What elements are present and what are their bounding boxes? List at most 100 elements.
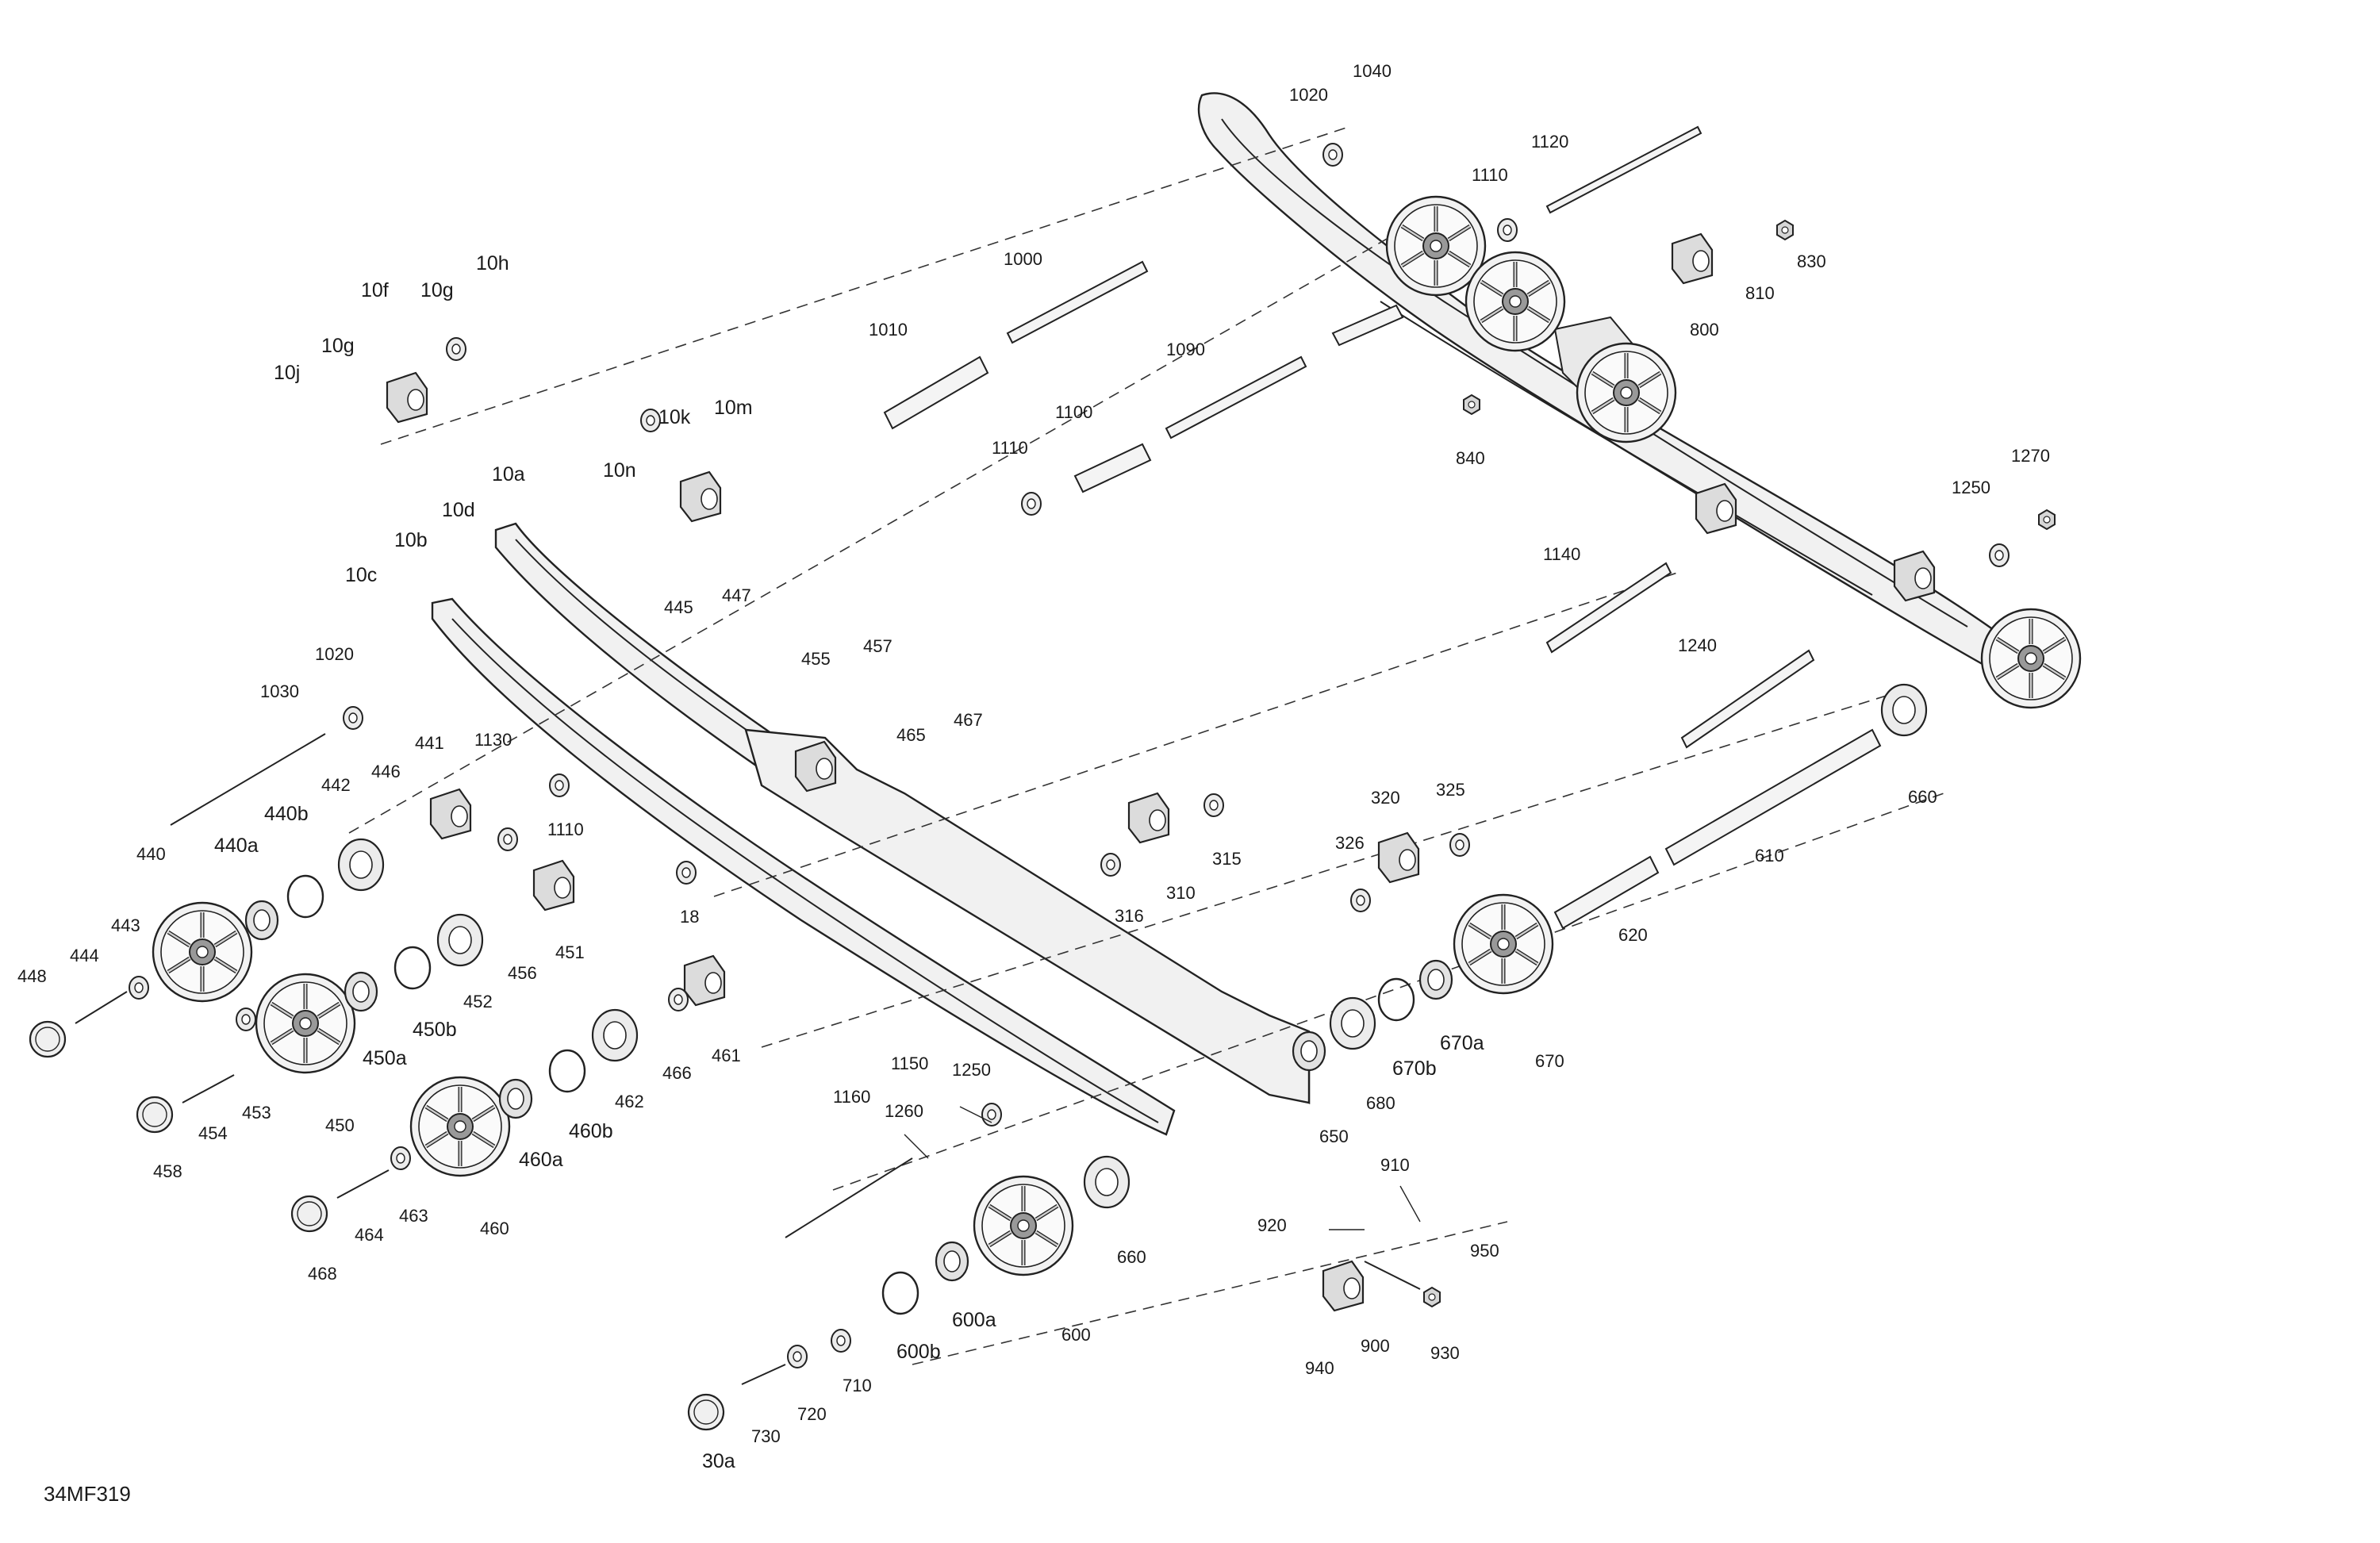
callout-460a: 460a <box>519 1149 563 1171</box>
callout-610: 610 <box>1755 846 1784 866</box>
callout-10k: 10k <box>658 406 691 428</box>
pivot-800 <box>1671 232 1714 285</box>
washer-1110b <box>1021 492 1042 516</box>
nut-1040 <box>1776 220 1794 240</box>
hub-660b <box>1880 683 1928 737</box>
washer-316 <box>1100 853 1121 877</box>
callout-810: 810 <box>1745 283 1775 303</box>
spacer-452 <box>436 913 484 967</box>
callout-30a: 30a <box>702 1450 735 1472</box>
callout-1020b: 1020 <box>315 644 354 664</box>
nut-930 <box>1423 1287 1441 1307</box>
leader-lines <box>904 1106 1421 1230</box>
callout-950: 950 <box>1470 1241 1499 1261</box>
washer-10g-2 <box>446 337 466 361</box>
callout-670b: 670b <box>1392 1057 1437 1080</box>
callout-457: 457 <box>863 636 892 656</box>
callout-10b: 10b <box>394 529 428 551</box>
callout-10c: 10c <box>345 564 377 586</box>
spacer-block-10k <box>679 470 722 523</box>
washer-315 <box>1203 793 1224 817</box>
arm-441 <box>429 788 472 840</box>
callout-10d: 10d <box>442 499 475 521</box>
washer-1020 <box>1322 143 1343 167</box>
callout-1120: 1120 <box>1531 132 1568 152</box>
callout-900: 900 <box>1361 1336 1390 1356</box>
bracket-right <box>1893 550 1936 602</box>
callout-10j: 10j <box>274 362 300 384</box>
callout-442: 442 <box>321 775 351 795</box>
cross-shafts <box>170 125 1944 1365</box>
callout-453: 453 <box>242 1103 271 1123</box>
spacer-680 <box>1329 996 1376 1050</box>
callout-467: 467 <box>954 710 983 730</box>
callout-445: 445 <box>664 597 693 617</box>
callout-18: 18 <box>680 907 699 927</box>
clip-18 <box>676 861 697 885</box>
callout-465: 465 <box>896 725 926 745</box>
callout-730: 730 <box>751 1426 781 1446</box>
front-cap-10f <box>386 371 428 424</box>
callout-710: 710 <box>843 1376 872 1395</box>
callout-455: 455 <box>801 649 831 669</box>
callout-1010: 1010 <box>869 320 908 340</box>
callout-650: 650 <box>1319 1127 1349 1146</box>
callout-456: 456 <box>508 963 537 983</box>
callout-461: 461 <box>712 1046 741 1065</box>
callout-920: 920 <box>1257 1215 1287 1235</box>
callout-326: 326 <box>1335 833 1365 853</box>
callout-670a: 670a <box>1440 1032 1484 1054</box>
left-rail <box>431 522 1311 1136</box>
callout-441: 441 <box>415 733 444 753</box>
callout-1270: 1270 <box>2011 446 2050 466</box>
washer-443 <box>129 976 149 1000</box>
nut-1270 <box>2038 509 2056 530</box>
cap-30a <box>687 1393 725 1431</box>
bearing-460a <box>498 1078 533 1119</box>
cap-458 <box>136 1096 174 1134</box>
callout-1110c: 1110 <box>547 819 584 839</box>
bearing-600a <box>935 1241 969 1282</box>
callout-468: 468 <box>308 1264 337 1284</box>
upper-idler-wheel-3 <box>1577 344 1676 442</box>
callout-600a: 600a <box>952 1309 996 1331</box>
ring-450b <box>393 946 432 990</box>
washer-10g <box>640 409 661 432</box>
bearing-670a <box>1418 959 1453 1000</box>
wheel-460 <box>411 1077 509 1176</box>
callout-800: 800 <box>1690 320 1719 340</box>
callout-1000: 1000 <box>1004 249 1042 269</box>
callout-450: 450 <box>325 1115 355 1135</box>
wheel-600 <box>974 1176 1073 1275</box>
callout-443: 443 <box>111 915 140 935</box>
wheel-670 <box>1454 895 1553 993</box>
callout-466: 466 <box>662 1063 692 1083</box>
callout-600: 600 <box>1061 1325 1091 1345</box>
callout-440: 440 <box>136 844 166 864</box>
callout-1020: 1020 <box>1289 85 1328 105</box>
slider-block-left <box>794 740 837 793</box>
callout-1110b: 1110 <box>992 438 1028 458</box>
callout-1030: 1030 <box>260 681 299 701</box>
ring-460b <box>548 1049 586 1093</box>
callout-940: 940 <box>1305 1358 1334 1378</box>
figure-id: 34MF319 <box>44 1482 131 1506</box>
callout-460b: 460b <box>569 1120 613 1142</box>
wheel-440 <box>153 903 251 1001</box>
washer-326 <box>1350 889 1371 912</box>
washer-466 <box>668 988 689 1011</box>
hub-660 <box>1083 1155 1130 1209</box>
callout-10g-upper: 10g <box>420 279 454 301</box>
callout-10g-lower: 10g <box>321 335 355 357</box>
washer-1110c <box>549 773 570 797</box>
callout-462: 462 <box>615 1092 644 1111</box>
callout-446: 446 <box>371 762 401 781</box>
bearing-450a <box>344 971 378 1012</box>
callout-670: 670 <box>1535 1051 1564 1071</box>
callout-910: 910 <box>1380 1155 1410 1175</box>
callout-840: 840 <box>1456 448 1485 468</box>
callout-460: 460 <box>480 1219 509 1238</box>
callout-10n: 10n <box>603 459 636 482</box>
wheel-450 <box>256 974 355 1073</box>
